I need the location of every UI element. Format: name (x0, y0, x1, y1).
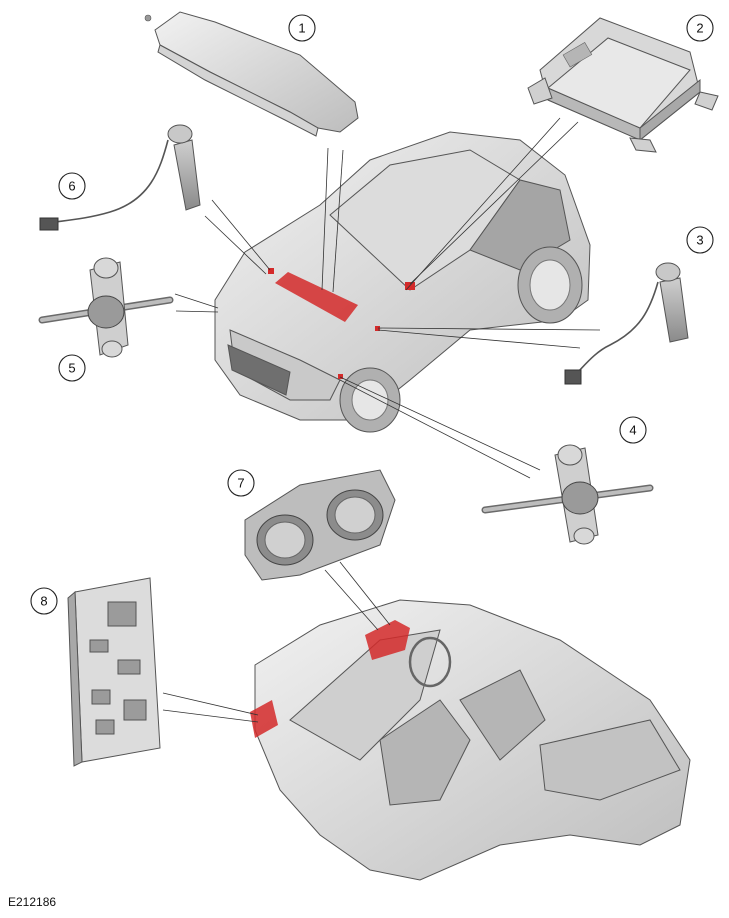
vehicle-exterior-icon (214, 131, 591, 433)
callout-2: 2 (686, 14, 714, 42)
svg-text:6: 6 (68, 179, 75, 194)
figure-reference-code: E212186 (8, 895, 57, 909)
callout-1: 1 (288, 14, 316, 42)
instrument-cluster-icon (244, 469, 396, 581)
side-impact-sensor-icon (39, 124, 201, 231)
leader-lines (162, 117, 601, 723)
front-impact-sensor-icon (38, 257, 174, 358)
cowl-bracket-icon (144, 11, 359, 137)
callout-4: 4 (619, 416, 647, 444)
callout-7: 7 (227, 469, 255, 497)
vehicle-interior-icon (250, 599, 691, 881)
junction-box-icon (67, 577, 161, 767)
svg-text:8: 8 (40, 594, 47, 609)
svg-text:4: 4 (629, 423, 636, 438)
side-impact-sensor-icon (564, 262, 689, 385)
svg-text:7: 7 (237, 476, 244, 491)
front-impact-sensor-icon (481, 444, 654, 545)
callout-8: 8 (30, 587, 58, 615)
svg-text:1: 1 (298, 21, 305, 36)
callout-5: 5 (58, 354, 86, 382)
svg-text:2: 2 (696, 21, 703, 36)
callout-6: 6 (58, 172, 86, 200)
control-module-icon (527, 17, 719, 153)
svg-text:3: 3 (696, 233, 703, 248)
svg-text:5: 5 (68, 361, 75, 376)
callout-3: 3 (686, 226, 714, 254)
